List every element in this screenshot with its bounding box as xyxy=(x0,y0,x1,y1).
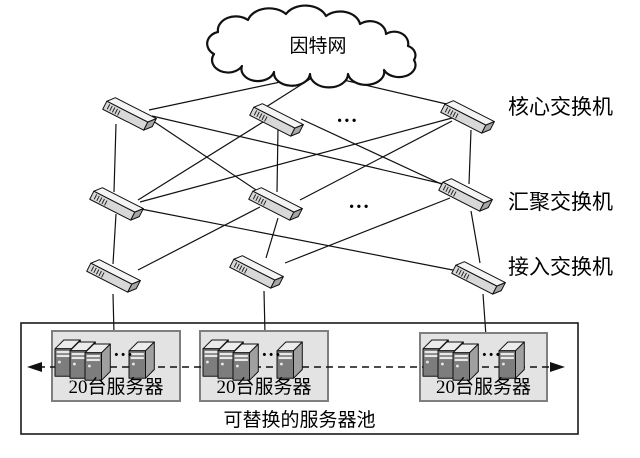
link-acc3-group3 xyxy=(482,293,487,337)
server-pool-box xyxy=(20,322,579,435)
left-arrowhead-icon xyxy=(27,362,42,372)
access-to-pool-links xyxy=(112,290,487,337)
server-group-2-ellipsis: ... xyxy=(262,340,283,361)
agg-switch-3-icon xyxy=(438,175,493,215)
access-switch-3-icon xyxy=(451,258,506,298)
link-core1-agg3 xyxy=(151,115,453,187)
server-icon xyxy=(232,343,259,381)
link-internet-core2 xyxy=(265,73,319,108)
agg-switch-2-icon xyxy=(248,184,303,224)
link-core2-agg2 xyxy=(276,127,279,193)
core-layer-label: 核心交换机 xyxy=(508,95,613,119)
link-core3-agg1 xyxy=(139,117,453,203)
server-group-1-label: 20台服务器 xyxy=(68,377,164,398)
aggregation-to-access-links xyxy=(112,197,481,273)
server-icon xyxy=(498,341,525,379)
link-core3-agg3 xyxy=(468,129,472,185)
core-switch-1-icon xyxy=(102,94,157,134)
link-core1-agg1 xyxy=(113,123,117,193)
link-agg2-acc1 xyxy=(137,206,261,271)
aggregation-row-ellipsis: ... xyxy=(349,189,371,213)
link-acc1-group1 xyxy=(112,293,115,335)
link-core1-agg2 xyxy=(149,118,263,195)
link-core3-agg2 xyxy=(299,120,453,201)
internet-cloud-shape xyxy=(206,4,417,89)
link-acc2-group2 xyxy=(263,290,266,335)
link-agg1-acc3 xyxy=(140,208,464,273)
right-arrowhead-icon xyxy=(550,362,565,372)
link-agg1-acc1 xyxy=(112,213,117,265)
server-group-1-ellipsis: ... xyxy=(114,340,135,361)
server-icon xyxy=(84,343,111,381)
link-agg3-acc3 xyxy=(470,210,481,264)
access-layer-label: 接入交换机 xyxy=(508,255,613,279)
link-core2-agg1 xyxy=(137,121,264,201)
server-group-3-ellipsis: ... xyxy=(482,340,503,361)
aggregation-layer-label: 汇聚交换机 xyxy=(508,190,613,214)
internet-cloud-label: 因特网 xyxy=(289,36,347,57)
core-row-ellipsis: ... xyxy=(337,103,359,127)
server-group-3-label: 20台服务器 xyxy=(435,377,531,398)
link-agg2-acc2 xyxy=(265,217,279,259)
link-core2-agg3 xyxy=(300,118,453,190)
core-to-aggregation-links xyxy=(113,115,472,203)
server-icon xyxy=(452,343,479,381)
core-switch-2-icon xyxy=(249,100,304,140)
access-switch-2-icon xyxy=(229,252,284,292)
server-pool-label: 可替换的服务器池 xyxy=(223,410,376,431)
agg-switch-1-icon xyxy=(89,184,144,224)
link-agg3-acc2 xyxy=(284,197,451,264)
server-group-2-label: 20台服务器 xyxy=(216,377,312,398)
core-switch-3-icon xyxy=(440,97,495,137)
